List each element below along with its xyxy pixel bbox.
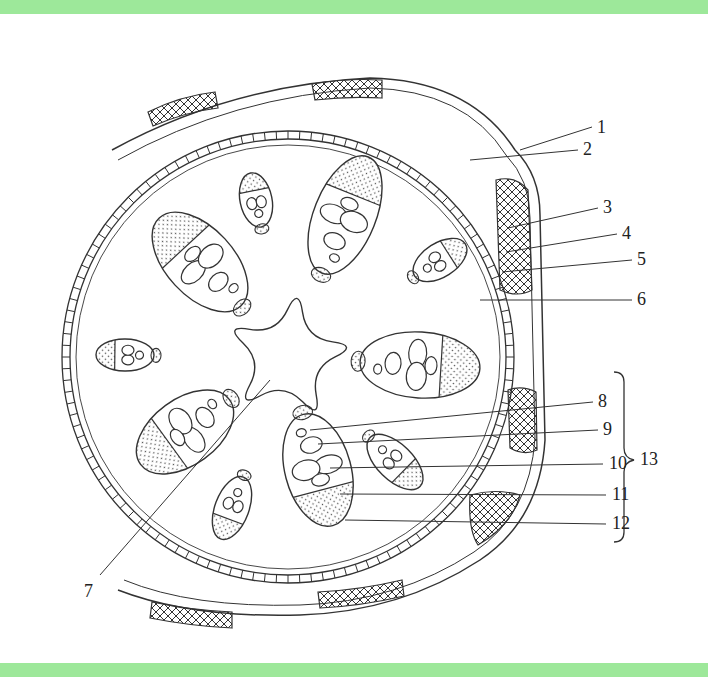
callout-number: 3 — [603, 198, 612, 216]
stele-rings — [62, 131, 514, 583]
callout-number: 9 — [603, 420, 612, 438]
leader-lines — [100, 127, 632, 575]
pith-cavity — [235, 298, 347, 410]
callout-number: 12 — [612, 514, 630, 532]
callout-number: 8 — [598, 392, 607, 410]
callout-number: 6 — [637, 290, 646, 308]
bottom-bar — [0, 663, 708, 677]
vascular-bundles — [86, 125, 503, 556]
callout-number: 13 — [640, 450, 658, 468]
callout-number: 1 — [597, 118, 606, 136]
top-bar — [0, 0, 708, 14]
cortex-line — [118, 88, 535, 605]
callout-number: 5 — [637, 250, 646, 268]
callout-number: 11 — [612, 485, 629, 503]
callout-number: 4 — [622, 224, 631, 242]
callout-number: 7 — [84, 582, 93, 600]
callout-number: 10 — [609, 454, 627, 472]
callout-number: 2 — [583, 140, 592, 158]
endodermis-cells — [62, 131, 514, 583]
